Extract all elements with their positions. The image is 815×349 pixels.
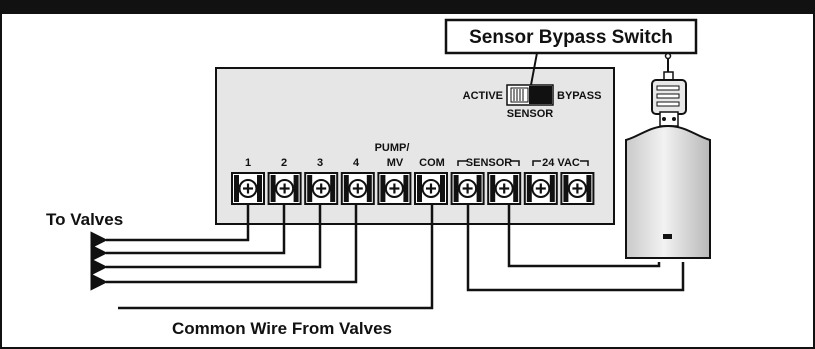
callout-box xyxy=(444,18,698,55)
top-bar xyxy=(0,0,815,14)
common-wire xyxy=(118,204,434,310)
terminal-10 xyxy=(560,172,595,205)
sensor-wire-b xyxy=(507,204,661,268)
terminal-4 xyxy=(340,172,375,205)
terminal-screw-icon xyxy=(531,179,551,198)
terminal-label-2: 2 xyxy=(281,157,287,169)
valve-wire-4 xyxy=(90,204,358,291)
sensor-wire-a xyxy=(466,204,685,292)
switch-active-label: ACTIVE xyxy=(463,90,503,102)
terminal-label-mv: MV xyxy=(387,157,404,169)
terminal-label-3: 3 xyxy=(317,157,323,169)
terminal-label-24vac: 24 VAC xyxy=(542,157,580,169)
valve-wires xyxy=(90,204,358,291)
terminal-9 xyxy=(523,172,558,205)
terminal-strip xyxy=(231,172,595,205)
sensor-wires xyxy=(466,204,685,292)
terminal-screw-icon xyxy=(494,179,514,198)
terminal-screw-icon xyxy=(384,179,404,198)
valve-wire-3 xyxy=(90,204,322,276)
terminal-3 xyxy=(304,172,339,205)
terminal-screw-icon xyxy=(458,179,478,198)
terminal-screw-icon xyxy=(238,179,258,198)
terminal-label-1: 1 xyxy=(245,157,251,169)
terminal-8 xyxy=(487,172,522,205)
to-valves-label: To Valves xyxy=(46,210,123,229)
valve-wire-1 xyxy=(90,204,250,249)
sensor-bypass-switch[interactable] xyxy=(506,84,554,106)
vac-terminal-bracket xyxy=(532,160,589,166)
terminal-screw-icon xyxy=(275,179,295,198)
callout-label: Sensor Bypass Switch xyxy=(469,27,673,48)
terminal-label-4: 4 xyxy=(353,157,360,169)
terminal-label-pump: PUMP/ xyxy=(375,142,410,154)
rain-sensor-icon xyxy=(625,52,711,259)
sensor-terminal-bracket xyxy=(457,160,520,166)
terminal-screw-icon xyxy=(348,179,368,198)
valve-wire-2 xyxy=(90,204,286,262)
terminal-5 xyxy=(377,172,412,205)
terminal-1 xyxy=(231,172,265,205)
terminal-screw-icon xyxy=(311,179,331,198)
callout-leader xyxy=(530,52,538,86)
terminal-2 xyxy=(267,172,302,205)
terminal-screw-icon xyxy=(567,179,587,198)
terminal-6 xyxy=(414,172,448,205)
terminal-screw-icon xyxy=(421,179,441,198)
terminal-label-sensor: SENSOR xyxy=(466,157,513,169)
switch-sensor-caption: SENSOR xyxy=(507,108,554,120)
terminal-7 xyxy=(450,172,485,205)
switch-bypass-label: BYPASS xyxy=(557,90,601,102)
terminal-label-com: COM xyxy=(419,157,445,169)
common-wire-label: Common Wire From Valves xyxy=(172,319,392,338)
